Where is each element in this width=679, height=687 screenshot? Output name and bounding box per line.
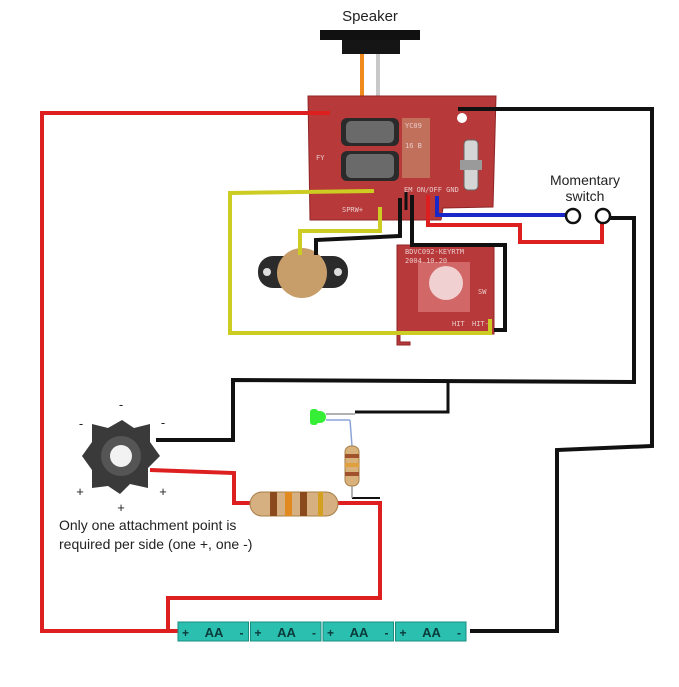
battery-plus-label: + xyxy=(327,626,334,640)
battery-cell xyxy=(250,621,322,642)
svg-text:switch: switch xyxy=(566,188,605,204)
svg-text:FY: FY xyxy=(316,154,325,162)
red-wire-main xyxy=(40,111,330,633)
svg-text:+: + xyxy=(76,484,84,499)
battery-cell xyxy=(395,621,467,642)
momentary-switch: Momentary switch xyxy=(550,172,620,225)
svg-text:2004.10.20: 2004.10.20 xyxy=(405,257,447,265)
large-resistor xyxy=(249,491,339,517)
battery-plus-label: + xyxy=(400,626,407,640)
battery-aa-label: AA xyxy=(422,625,441,640)
red-wire-switch xyxy=(426,195,604,244)
black-wire-main xyxy=(458,107,654,633)
round-sensor xyxy=(258,248,348,298)
indicator-led xyxy=(310,409,355,447)
battery-aa-label: AA xyxy=(205,625,224,640)
svg-text:+: + xyxy=(117,500,125,515)
battery-minus-label: - xyxy=(240,626,244,640)
svg-text:HIT: HIT xyxy=(452,320,465,328)
blue-wire xyxy=(435,196,572,217)
small-resistor xyxy=(344,445,360,498)
attachment-note: Only one attachment point is required pe… xyxy=(59,517,252,552)
black-wire-sensor xyxy=(314,198,402,255)
svg-text:+: + xyxy=(159,484,167,499)
svg-text:16 B: 16 B xyxy=(405,142,422,150)
yellow-wire-inner xyxy=(298,207,382,255)
yellow-wire-outer xyxy=(228,189,492,335)
black-wire-switch xyxy=(410,195,507,332)
battery-plus-label: + xyxy=(182,626,189,640)
svg-text:SPRW+: SPRW+ xyxy=(342,206,363,214)
red-wire-led xyxy=(149,468,252,505)
svg-text:EM ON/OFF GND: EM ON/OFF GND xyxy=(404,186,459,194)
svg-text:-: - xyxy=(79,416,83,431)
sound-module-pcb: YC09 16 B FY EM ON/OFF GND SPRW+ xyxy=(307,95,497,221)
star-led: - - - + + + xyxy=(76,397,167,515)
svg-text:YC09: YC09 xyxy=(405,122,422,130)
svg-text:-: - xyxy=(161,415,165,430)
svg-text:Momentary: Momentary xyxy=(550,172,620,188)
battery-minus-label: - xyxy=(385,626,389,640)
battery-aa-label: AA xyxy=(277,625,296,640)
black-wire-indicator xyxy=(355,382,450,414)
svg-text:BDVC092-KEYRTM: BDVC092-KEYRTM xyxy=(405,248,464,256)
svg-text:HIT-: HIT- xyxy=(472,320,489,328)
battery-pack: +AA-+AA-+AA-+AA- xyxy=(177,621,467,642)
wires xyxy=(40,107,654,633)
black-wire-led xyxy=(156,216,636,442)
battery-plus-label: + xyxy=(255,626,262,640)
battery-cell xyxy=(177,621,249,642)
svg-text:-: - xyxy=(119,397,123,412)
battery-minus-label: - xyxy=(457,626,461,640)
svg-text:SW: SW xyxy=(478,288,487,296)
svg-text:Only one attachment point is: Only one attachment point is xyxy=(59,517,236,533)
battery-minus-label: - xyxy=(312,626,316,640)
red-wire-resistor xyxy=(166,501,382,631)
battery-cell xyxy=(322,621,394,642)
speaker-label: Speaker xyxy=(342,8,398,25)
trigger-switch-pcb: BDVC092-KEYRTM 2004.10.20 SW HIT HIT- xyxy=(396,244,495,346)
battery-aa-label: AA xyxy=(350,625,369,640)
svg-text:required per side (one +, one: required per side (one +, one -) xyxy=(59,536,252,552)
